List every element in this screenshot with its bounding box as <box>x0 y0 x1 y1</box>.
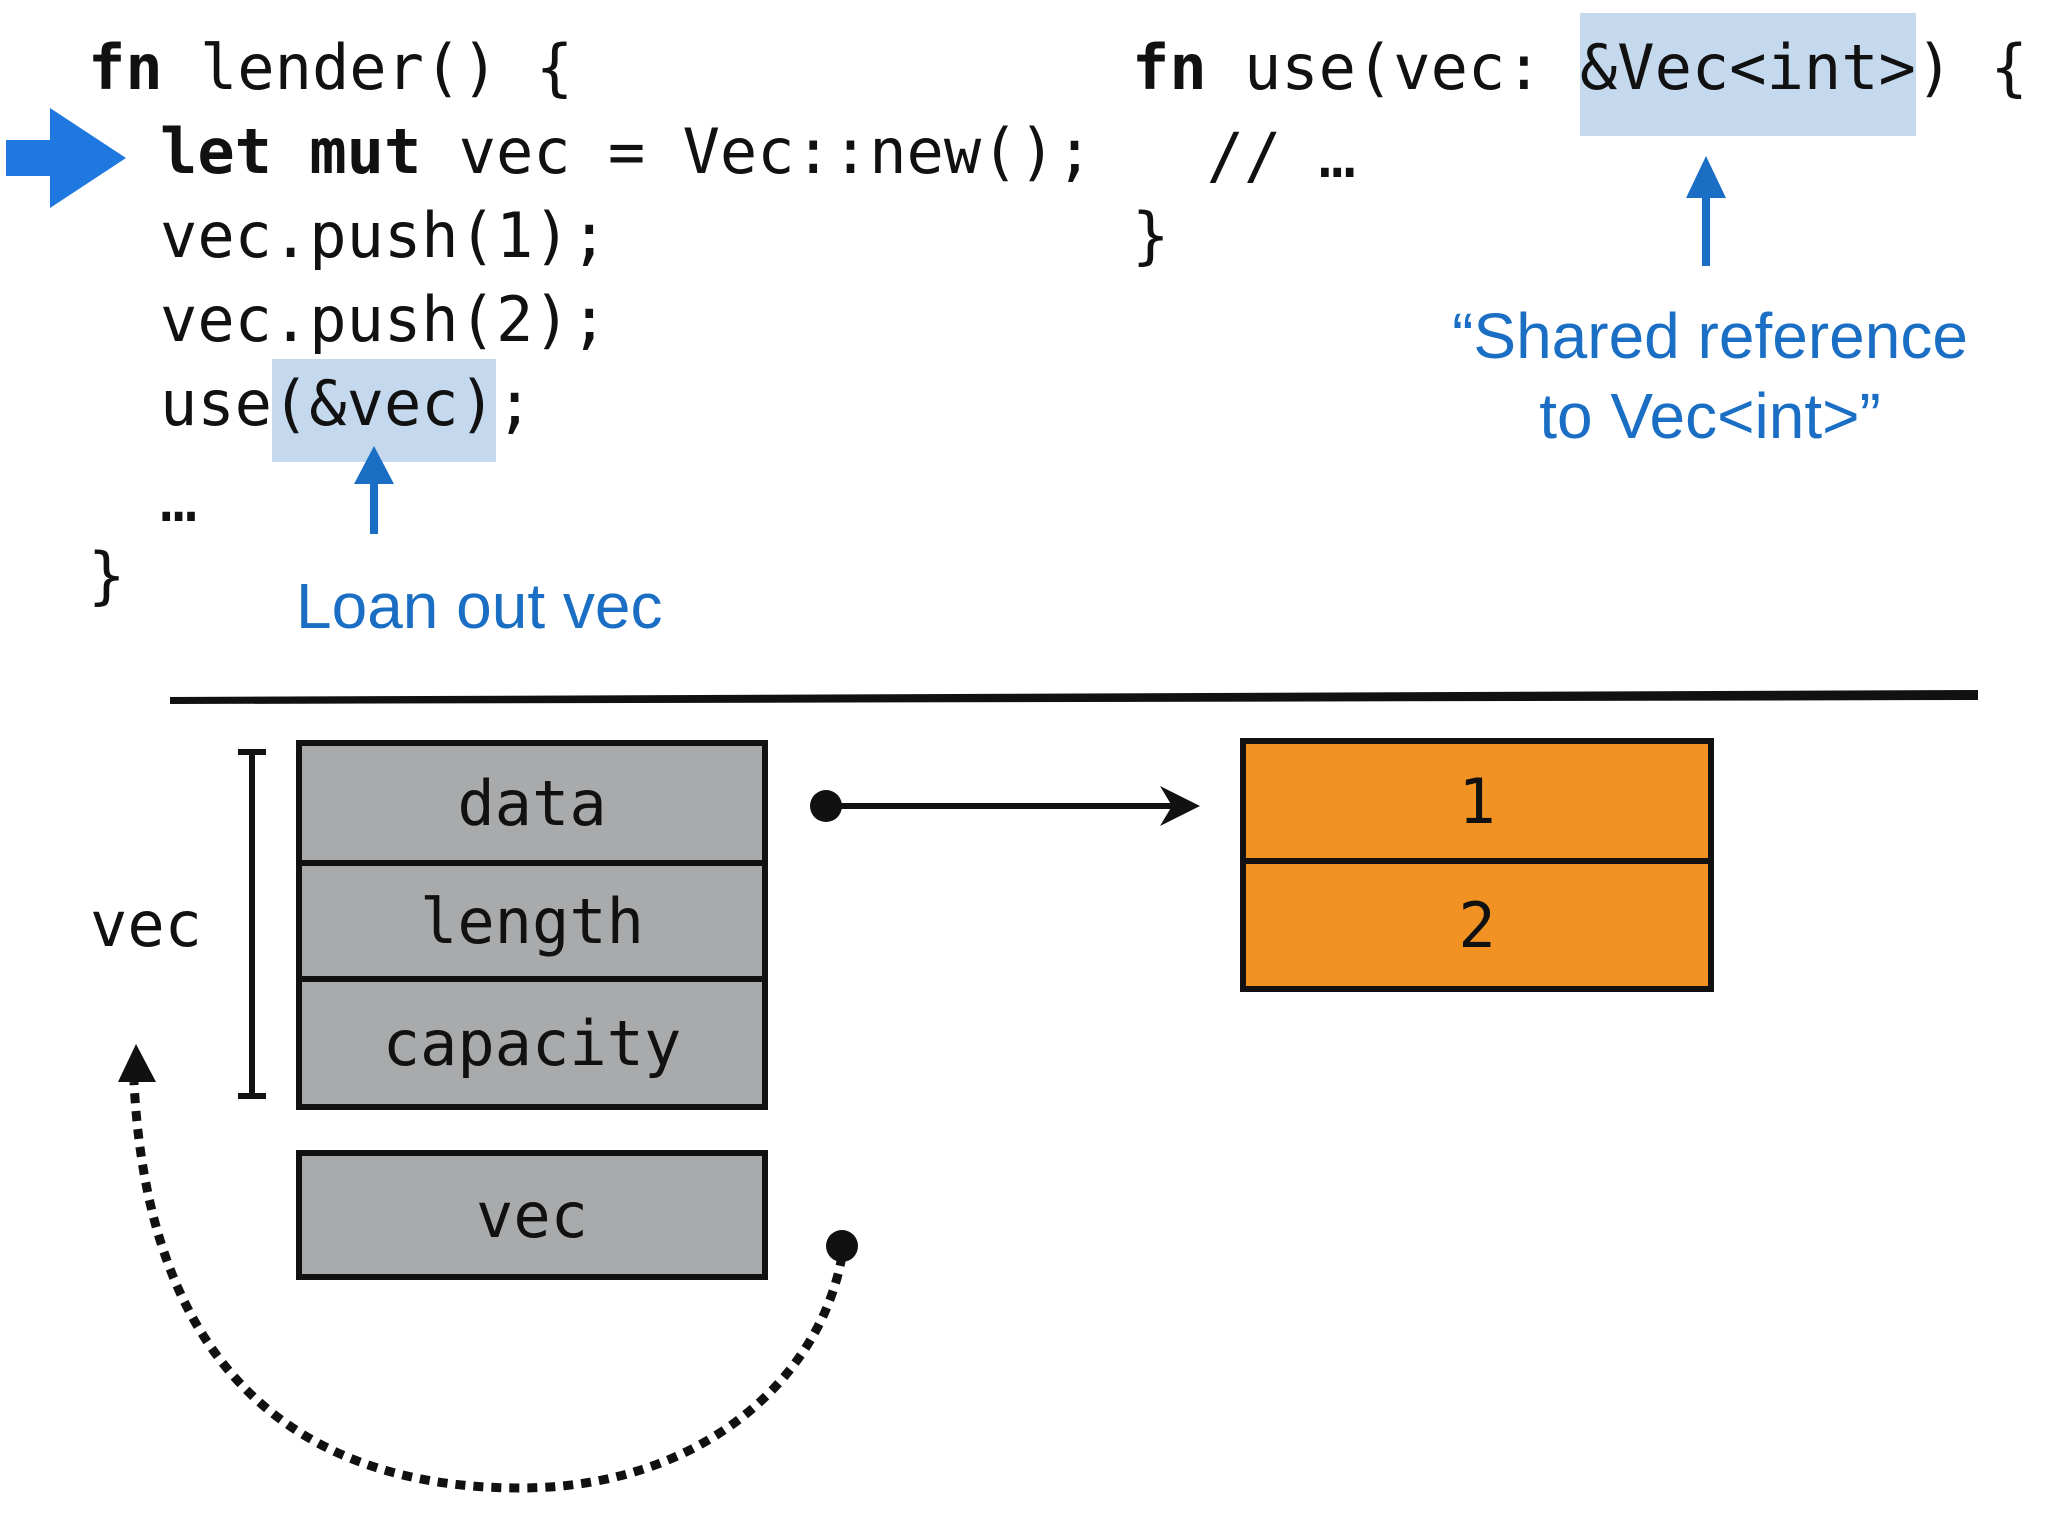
mut-keyword: mut <box>309 115 422 188</box>
heap-value-1: 1 <box>1240 738 1714 864</box>
shared-reference-line-1: “Shared reference <box>1452 300 1968 372</box>
lender-line-5: use(&vec); <box>160 359 533 462</box>
type-highlight: &Vec<int> <box>1579 13 1916 136</box>
borrow-highlight: (&vec) <box>271 359 496 462</box>
data-pointer-arrow <box>810 786 1200 826</box>
fn-keyword-use: fn <box>1132 31 1207 104</box>
lender-line-7: } <box>88 539 126 612</box>
vec-new-statement: vec = Vec::new(); <box>421 115 1094 188</box>
type-up-arrow-icon <box>1686 156 1726 266</box>
lender-line-6: … <box>160 463 198 536</box>
lender-line-4: vec.push(2); <box>160 283 608 356</box>
use-signature-end: ) { <box>1915 31 2028 104</box>
use-signature: use(vec: <box>1206 31 1580 104</box>
stack-divider <box>170 690 1978 704</box>
heap-value-2: 2 <box>1240 858 1714 992</box>
shared-reference-annotation: “Shared reference to Vec<int>” <box>1400 296 2020 456</box>
shared-reference-line-2: to Vec<int>” <box>1539 380 1881 452</box>
loan-up-arrow-icon <box>354 446 394 534</box>
reference-pointer-arrow <box>118 1044 858 1493</box>
lender-line-3: vec.push(1); <box>160 199 608 272</box>
semicolon: ; <box>495 367 534 440</box>
fn-keyword: fn <box>88 31 163 104</box>
let-keyword: let <box>160 115 272 188</box>
field-data: data <box>296 740 768 866</box>
use-line-1: fn use(vec: &Vec<int>) { <box>1132 13 2028 136</box>
reference-cell: vec <box>296 1150 768 1280</box>
field-length: length <box>296 860 768 982</box>
use-call: use <box>160 367 272 440</box>
current-line-arrow-icon <box>6 108 126 208</box>
loan-annotation: Loan out vec <box>296 570 663 642</box>
lender-line-2: let mut vec = Vec::new(); <box>160 120 1093 184</box>
lender-signature: lender() { <box>162 31 574 104</box>
lender-line-1: fn lender() { <box>88 36 573 100</box>
vec-label: vec <box>90 888 202 961</box>
use-line-2: // … <box>1132 119 1356 192</box>
field-capacity: capacity <box>296 976 768 1110</box>
vec-bracket <box>238 749 266 1099</box>
use-line-3: } <box>1132 199 1170 272</box>
